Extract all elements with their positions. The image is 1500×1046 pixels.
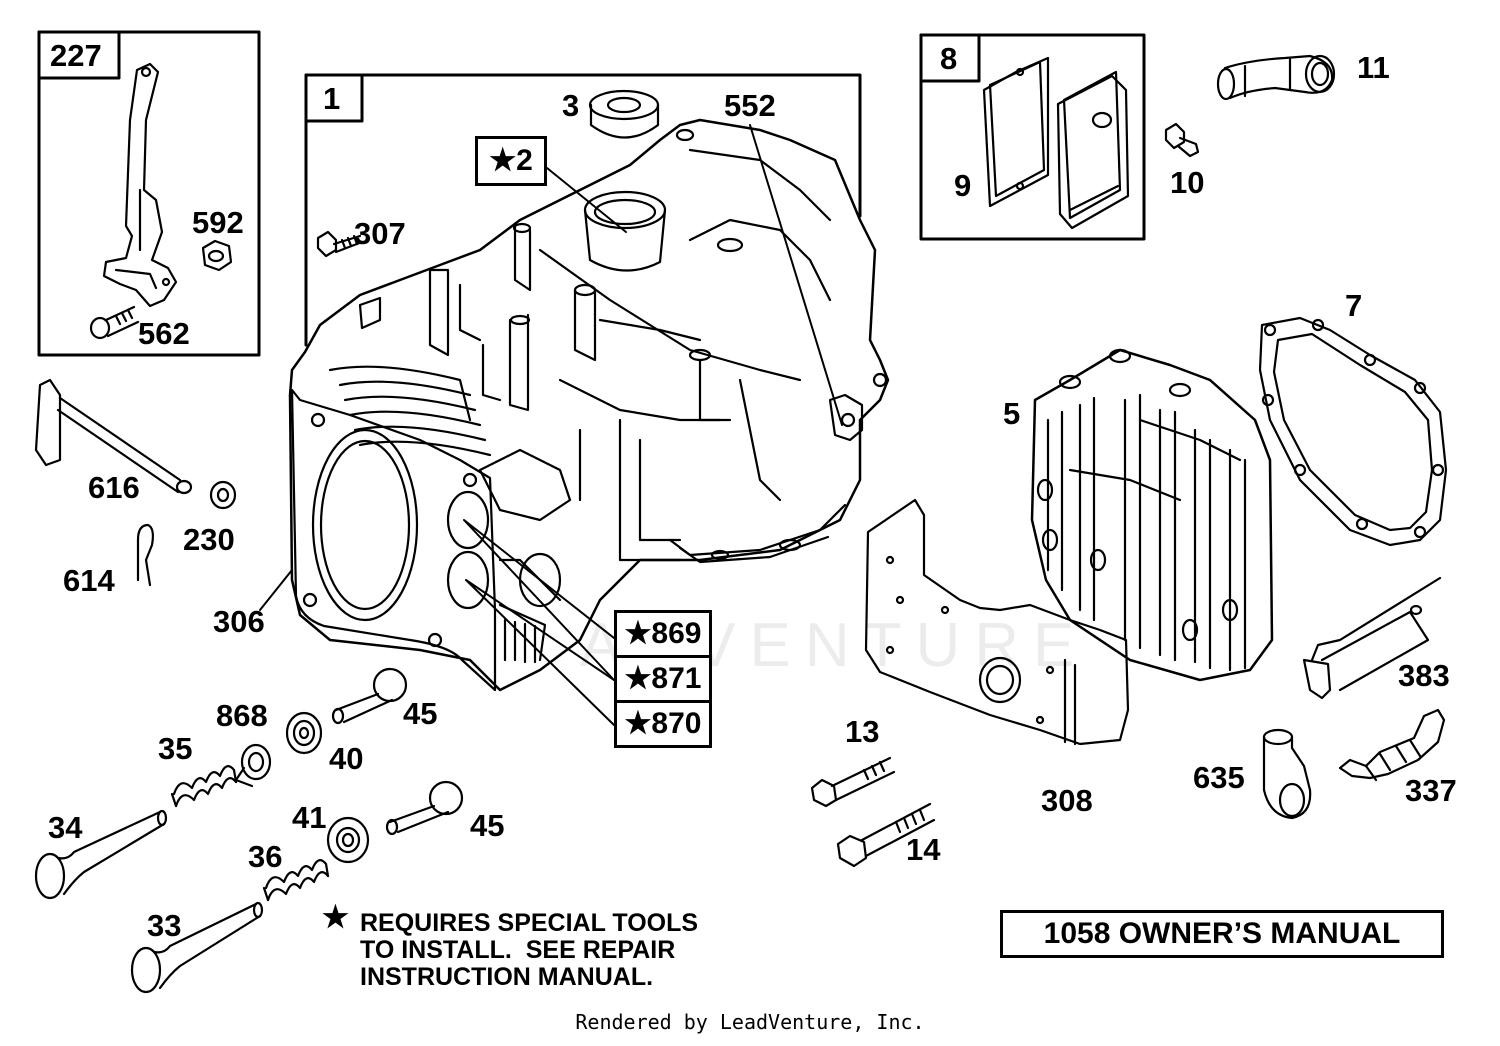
- callout-592[interactable]: 592: [192, 205, 244, 240]
- callout-41[interactable]: 41: [292, 800, 327, 835]
- callout-616[interactable]: 616: [88, 470, 140, 505]
- spring-35-part: [170, 765, 238, 808]
- nut-592-part: [201, 239, 233, 272]
- callout-7[interactable]: 7: [1345, 288, 1363, 323]
- callout-36[interactable]: 36: [248, 839, 283, 874]
- valve-seal-40-part: [285, 711, 323, 755]
- callout-2-star[interactable]: ★2: [475, 136, 547, 186]
- callout-1[interactable]: 1: [323, 81, 341, 116]
- retainer-868-part: [234, 743, 272, 788]
- bolt-13-part: [810, 756, 896, 808]
- callout-306[interactable]: 306: [213, 604, 265, 639]
- callout-308[interactable]: 308: [1041, 783, 1093, 818]
- dipstick-383-part: [1302, 576, 1442, 700]
- washer-230-part: [209, 480, 237, 510]
- callout-383[interactable]: 383: [1398, 658, 1450, 693]
- callout-868[interactable]: 868: [216, 698, 268, 733]
- valve-34-part: [34, 809, 168, 900]
- head-gasket-7-part: [1258, 316, 1448, 547]
- group-1-frame: [304, 73, 862, 347]
- screw-10-part: [1164, 122, 1200, 158]
- cylinder-head-5-part: [1030, 348, 1274, 682]
- callout-562[interactable]: 562: [138, 316, 190, 351]
- callout-35[interactable]: 35: [158, 731, 193, 766]
- tappet-45-upper-part: [331, 667, 408, 725]
- cylinder-block-part: [288, 118, 890, 692]
- callout-635[interactable]: 635: [1193, 760, 1245, 795]
- star-symbol: ★: [322, 901, 349, 934]
- callout-552[interactable]: 552: [724, 88, 776, 123]
- callout-9[interactable]: 9: [954, 168, 972, 203]
- callout-10[interactable]: 10: [1170, 165, 1205, 200]
- callout-230[interactable]: 230: [183, 522, 235, 557]
- tappet-45-lower-part: [385, 780, 464, 836]
- callout-5[interactable]: 5: [1003, 396, 1021, 431]
- terminal-635-part: [1262, 728, 1312, 820]
- breather-tube-11-part: [1216, 54, 1336, 101]
- callout-14[interactable]: 14: [906, 832, 941, 867]
- valve-33-part: [130, 901, 264, 994]
- clip-614-part: [136, 523, 154, 587]
- cylinder-shield-308-part: [864, 498, 1130, 746]
- oil-seal-3-part: [588, 89, 660, 139]
- callout-870-star[interactable]: ★870: [614, 700, 712, 748]
- owners-manual-label[interactable]: 1058 OWNER’S MANUAL: [1000, 910, 1444, 958]
- callout-40[interactable]: 40: [329, 741, 364, 776]
- callout-11[interactable]: 11: [1357, 50, 1390, 85]
- callout-871-star[interactable]: ★871: [614, 655, 712, 703]
- callout-3[interactable]: 3: [562, 88, 580, 123]
- spark-plug-337-part: [1338, 708, 1446, 782]
- callout-13[interactable]: 13: [845, 714, 880, 749]
- retainer-41-part: [326, 816, 370, 864]
- bolt-14-part: [836, 802, 936, 868]
- governor-shaft-616-part: [34, 378, 193, 495]
- group-8-frame: [919, 33, 1146, 241]
- callout-8[interactable]: 8: [940, 41, 958, 76]
- callout-45-upper[interactable]: 45: [403, 696, 438, 731]
- breather-cover-part: [1056, 70, 1130, 230]
- callout-869-star[interactable]: ★869: [614, 610, 712, 658]
- screw-562-part: [89, 305, 140, 340]
- callout-227[interactable]: 227: [50, 38, 102, 73]
- render-credit: Rendered by LeadVenture, Inc.: [575, 1010, 925, 1034]
- breather-gasket-9-part: [982, 56, 1050, 208]
- callout-614[interactable]: 614: [63, 563, 115, 598]
- screw-307-part: [316, 230, 364, 258]
- group-227-frame: [37, 30, 261, 357]
- callout-33[interactable]: 33: [147, 908, 182, 943]
- callout-45-lower[interactable]: 45: [470, 808, 505, 843]
- callout-307[interactable]: 307: [354, 216, 406, 251]
- spring-36-part: [262, 859, 330, 902]
- special-tools-note: REQUIRES SPECIAL TOOLS TO INSTALL. SEE R…: [360, 909, 699, 991]
- callout-34[interactable]: 34: [48, 810, 83, 845]
- governor-lever-part: [102, 62, 178, 308]
- leader-lines: [259, 124, 843, 726]
- callout-337[interactable]: 337: [1405, 773, 1457, 808]
